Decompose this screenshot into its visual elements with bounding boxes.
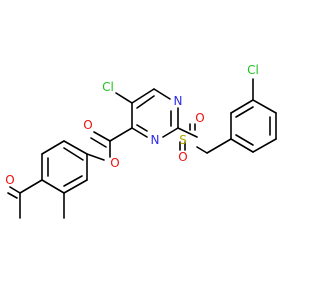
bond-c2-n3 <box>162 127 179 138</box>
bond-n3-c4 <box>131 127 148 138</box>
bond-c5-c6 <box>131 88 155 104</box>
bond-ch2-aryl <box>206 138 232 154</box>
bonds <box>7 78 277 219</box>
bond-c2-s <box>177 127 198 138</box>
bond-c5-c6-double <box>136 95 155 109</box>
bond-a1-a2-inner <box>63 147 84 161</box>
bond-carbonyl-o-double <box>90 137 107 148</box>
atom-label-n-ring-bottom: N <box>151 133 160 147</box>
bond-c6-n1 <box>153 88 171 100</box>
bond-b2-b3 <box>230 99 254 114</box>
bond-a4-acetyl <box>19 179 43 194</box>
atom-label-o-sulfonyl-lower: O <box>178 150 187 164</box>
atom-label-cl-benzyl: Cl <box>247 63 259 77</box>
bond-acetyl-o <box>9 186 21 194</box>
bond-a5-a6 <box>63 179 88 194</box>
atom-label-o-carbonyl-ester: O <box>83 118 92 132</box>
bond-b6-b1-inner <box>235 134 254 146</box>
atom-label-o-ester: O <box>110 156 119 170</box>
bond-n3-c4-double <box>136 124 148 132</box>
bond-a1-a2 <box>63 140 88 155</box>
atom-label-n-ring-top: N <box>174 94 183 108</box>
bond-s-ch2 <box>196 146 208 154</box>
molecule-structure-diagram: Cl Cl N N S O O O O O <box>5 63 277 219</box>
bond-carbonyl-o <box>93 131 111 142</box>
atom-label-s-sulfonyl: S <box>179 133 187 147</box>
bond-a4-a5 <box>41 179 65 194</box>
atom-label-cl-ring: Cl <box>102 80 114 94</box>
atom-label-o-sulfonyl-upper: O <box>195 111 204 125</box>
bond-a2-a3 <box>41 140 65 155</box>
bond-c5-cl <box>115 92 133 104</box>
bond-b3-b4 <box>252 99 277 114</box>
atom-labels: Cl Cl N N S O O O O O <box>5 63 259 187</box>
bond-c4-carbonyl <box>109 127 133 142</box>
bond-a5-a6-inner <box>63 175 83 187</box>
bond-oester-aryl <box>86 153 105 161</box>
bond-b2-b3-inner <box>235 106 254 118</box>
bond-acetyl-o-double <box>7 192 18 199</box>
bond-b6-b1 <box>230 138 254 153</box>
bond-b5-b6 <box>252 138 277 153</box>
atom-label-o-ketone: O <box>5 173 14 187</box>
